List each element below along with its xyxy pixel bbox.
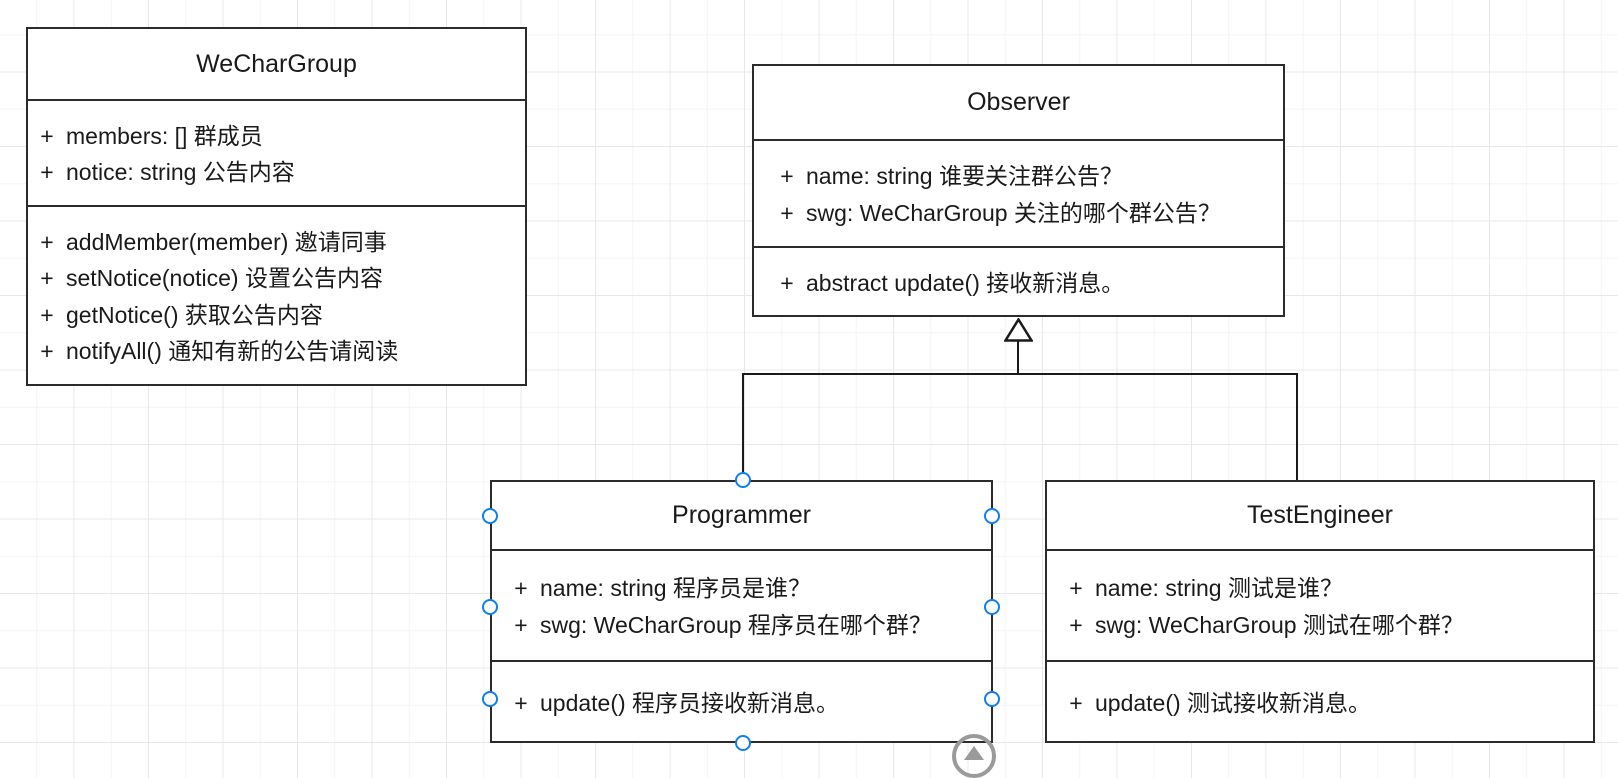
attribute-signature: swg: WeCharGroup 测试在哪个群？ — [1095, 611, 1464, 638]
class-box-observer[interactable]: Observer + name: string 谁要关注群公告？ + swg: … — [752, 64, 1285, 317]
resize-handle-left-middle[interactable] — [482, 599, 498, 615]
attribute-row: + members: [] 群成员 — [28, 118, 525, 154]
visibility-marker: + — [1069, 575, 1083, 602]
class-operations-programmer: + update() 程序员接收新消息。 — [492, 660, 991, 743]
attribute-row: + name: string 谁要关注群公告？ — [754, 158, 1283, 194]
class-operations-wechargroup: + addMember(member) 邀请同事 + setNotice(not… — [28, 205, 525, 384]
class-title-testengineer: TestEngineer — [1247, 501, 1393, 529]
operation-row: + abstract update() 接收新消息。 — [754, 265, 1283, 301]
visibility-marker: + — [1069, 611, 1083, 638]
class-box-wechargroup[interactable]: WeCharGroup + members: [] 群成员 + notice: … — [26, 27, 527, 386]
class-title-observer: Observer — [967, 88, 1070, 116]
attribute-signature: name: string 程序员是谁？ — [540, 575, 811, 602]
operation-signature: update() 测试接收新消息。 — [1095, 690, 1372, 717]
visibility-marker: + — [780, 199, 794, 226]
attribute-row: + notice: string 公告内容 — [28, 154, 525, 190]
attribute-row: + swg: WeCharGroup 程序员在哪个群？ — [492, 607, 991, 643]
generalization-triangle-icon — [1004, 318, 1033, 342]
visibility-marker: + — [40, 337, 54, 364]
visibility-marker: + — [40, 228, 54, 255]
resize-handle-left-lower[interactable] — [482, 691, 498, 707]
visibility-marker: + — [514, 575, 528, 602]
resize-handle-top[interactable] — [735, 472, 751, 488]
generalization-stem — [1017, 341, 1019, 375]
resize-handle-right-middle[interactable] — [984, 599, 1000, 615]
class-box-programmer[interactable]: Programmer + name: string 程序员是谁？ + swg: … — [490, 480, 993, 743]
attribute-row: + swg: WeCharGroup 关注的哪个群公告？ — [754, 195, 1283, 231]
visibility-marker: + — [40, 301, 54, 328]
generalization-drop-testengineer — [1296, 373, 1298, 481]
resize-handle-left-upper[interactable] — [482, 508, 498, 524]
operation-signature: setNotice(notice) 设置公告内容 — [66, 265, 383, 292]
visibility-marker: + — [514, 611, 528, 638]
resize-handle-bottom[interactable] — [735, 735, 751, 751]
class-attributes-testengineer: + name: string 测试是谁？ + swg: WeCharGroup … — [1047, 549, 1593, 660]
operation-row: + setNotice(notice) 设置公告内容 — [28, 260, 525, 296]
visibility-marker: + — [40, 265, 54, 292]
visibility-marker: + — [40, 159, 54, 185]
operation-signature: abstract update() 接收新消息。 — [806, 270, 1125, 297]
attribute-row: + name: string 测试是谁？ — [1047, 570, 1593, 606]
class-operations-testengineer: + update() 测试接收新消息。 — [1047, 660, 1593, 743]
operation-signature: notifyAll() 通知有新的公告请阅读 — [66, 337, 399, 364]
class-attributes-programmer: + name: string 程序员是谁？ + swg: WeCharGroup… — [492, 549, 991, 660]
operation-row: + notifyAll() 通知有新的公告请阅读 — [28, 333, 525, 369]
visibility-marker: + — [514, 690, 528, 717]
attribute-row: + name: string 程序员是谁？ — [492, 570, 991, 606]
class-operations-observer: + abstract update() 接收新消息。 — [754, 246, 1283, 317]
visibility-marker: + — [1069, 690, 1083, 717]
class-title-wechargroup: WeCharGroup — [196, 49, 357, 78]
operation-row: + getNotice() 获取公告内容 — [28, 297, 525, 333]
class-attributes-observer: + name: string 谁要关注群公告？ + swg: WeCharGro… — [754, 139, 1283, 246]
attribute-signature: members: [] 群成员 — [66, 122, 263, 149]
class-box-testengineer[interactable]: TestEngineer + name: string 测试是谁？ + swg:… — [1045, 480, 1595, 743]
operation-signature: getNotice() 获取公告内容 — [66, 301, 323, 328]
attribute-signature: name: string 谁要关注群公告？ — [806, 163, 1123, 190]
visibility-marker: + — [780, 163, 794, 190]
visibility-marker: + — [40, 122, 54, 149]
class-title-programmer: Programmer — [672, 501, 811, 529]
resize-handle-right-lower[interactable] — [984, 691, 1000, 707]
operation-row: + update() 测试接收新消息。 — [1047, 685, 1593, 721]
class-attributes-wechargroup: + members: [] 群成员 + notice: string 公告内容 — [28, 99, 525, 205]
attribute-row: + swg: WeCharGroup 测试在哪个群？ — [1047, 607, 1593, 643]
operation-signature: update() 程序员接收新消息。 — [540, 690, 840, 717]
resize-handle-right-upper[interactable] — [984, 508, 1000, 524]
attribute-signature: swg: WeCharGroup 程序员在哪个群？ — [540, 611, 932, 638]
attribute-signature: swg: WeCharGroup 关注的哪个群公告？ — [806, 199, 1221, 226]
operation-row: + addMember(member) 邀请同事 — [28, 224, 525, 260]
generalization-bar — [742, 373, 1298, 375]
operation-signature: addMember(member) 邀请同事 — [66, 228, 387, 255]
visibility-marker: + — [780, 270, 794, 297]
operation-row: + update() 程序员接收新消息。 — [492, 685, 991, 721]
attribute-signature: name: string 测试是谁？ — [1095, 575, 1343, 602]
attribute-signature: notice: string 公告内容 — [66, 159, 295, 185]
collapse-circle-icon[interactable] — [952, 734, 996, 778]
generalization-drop-programmer — [742, 373, 744, 481]
